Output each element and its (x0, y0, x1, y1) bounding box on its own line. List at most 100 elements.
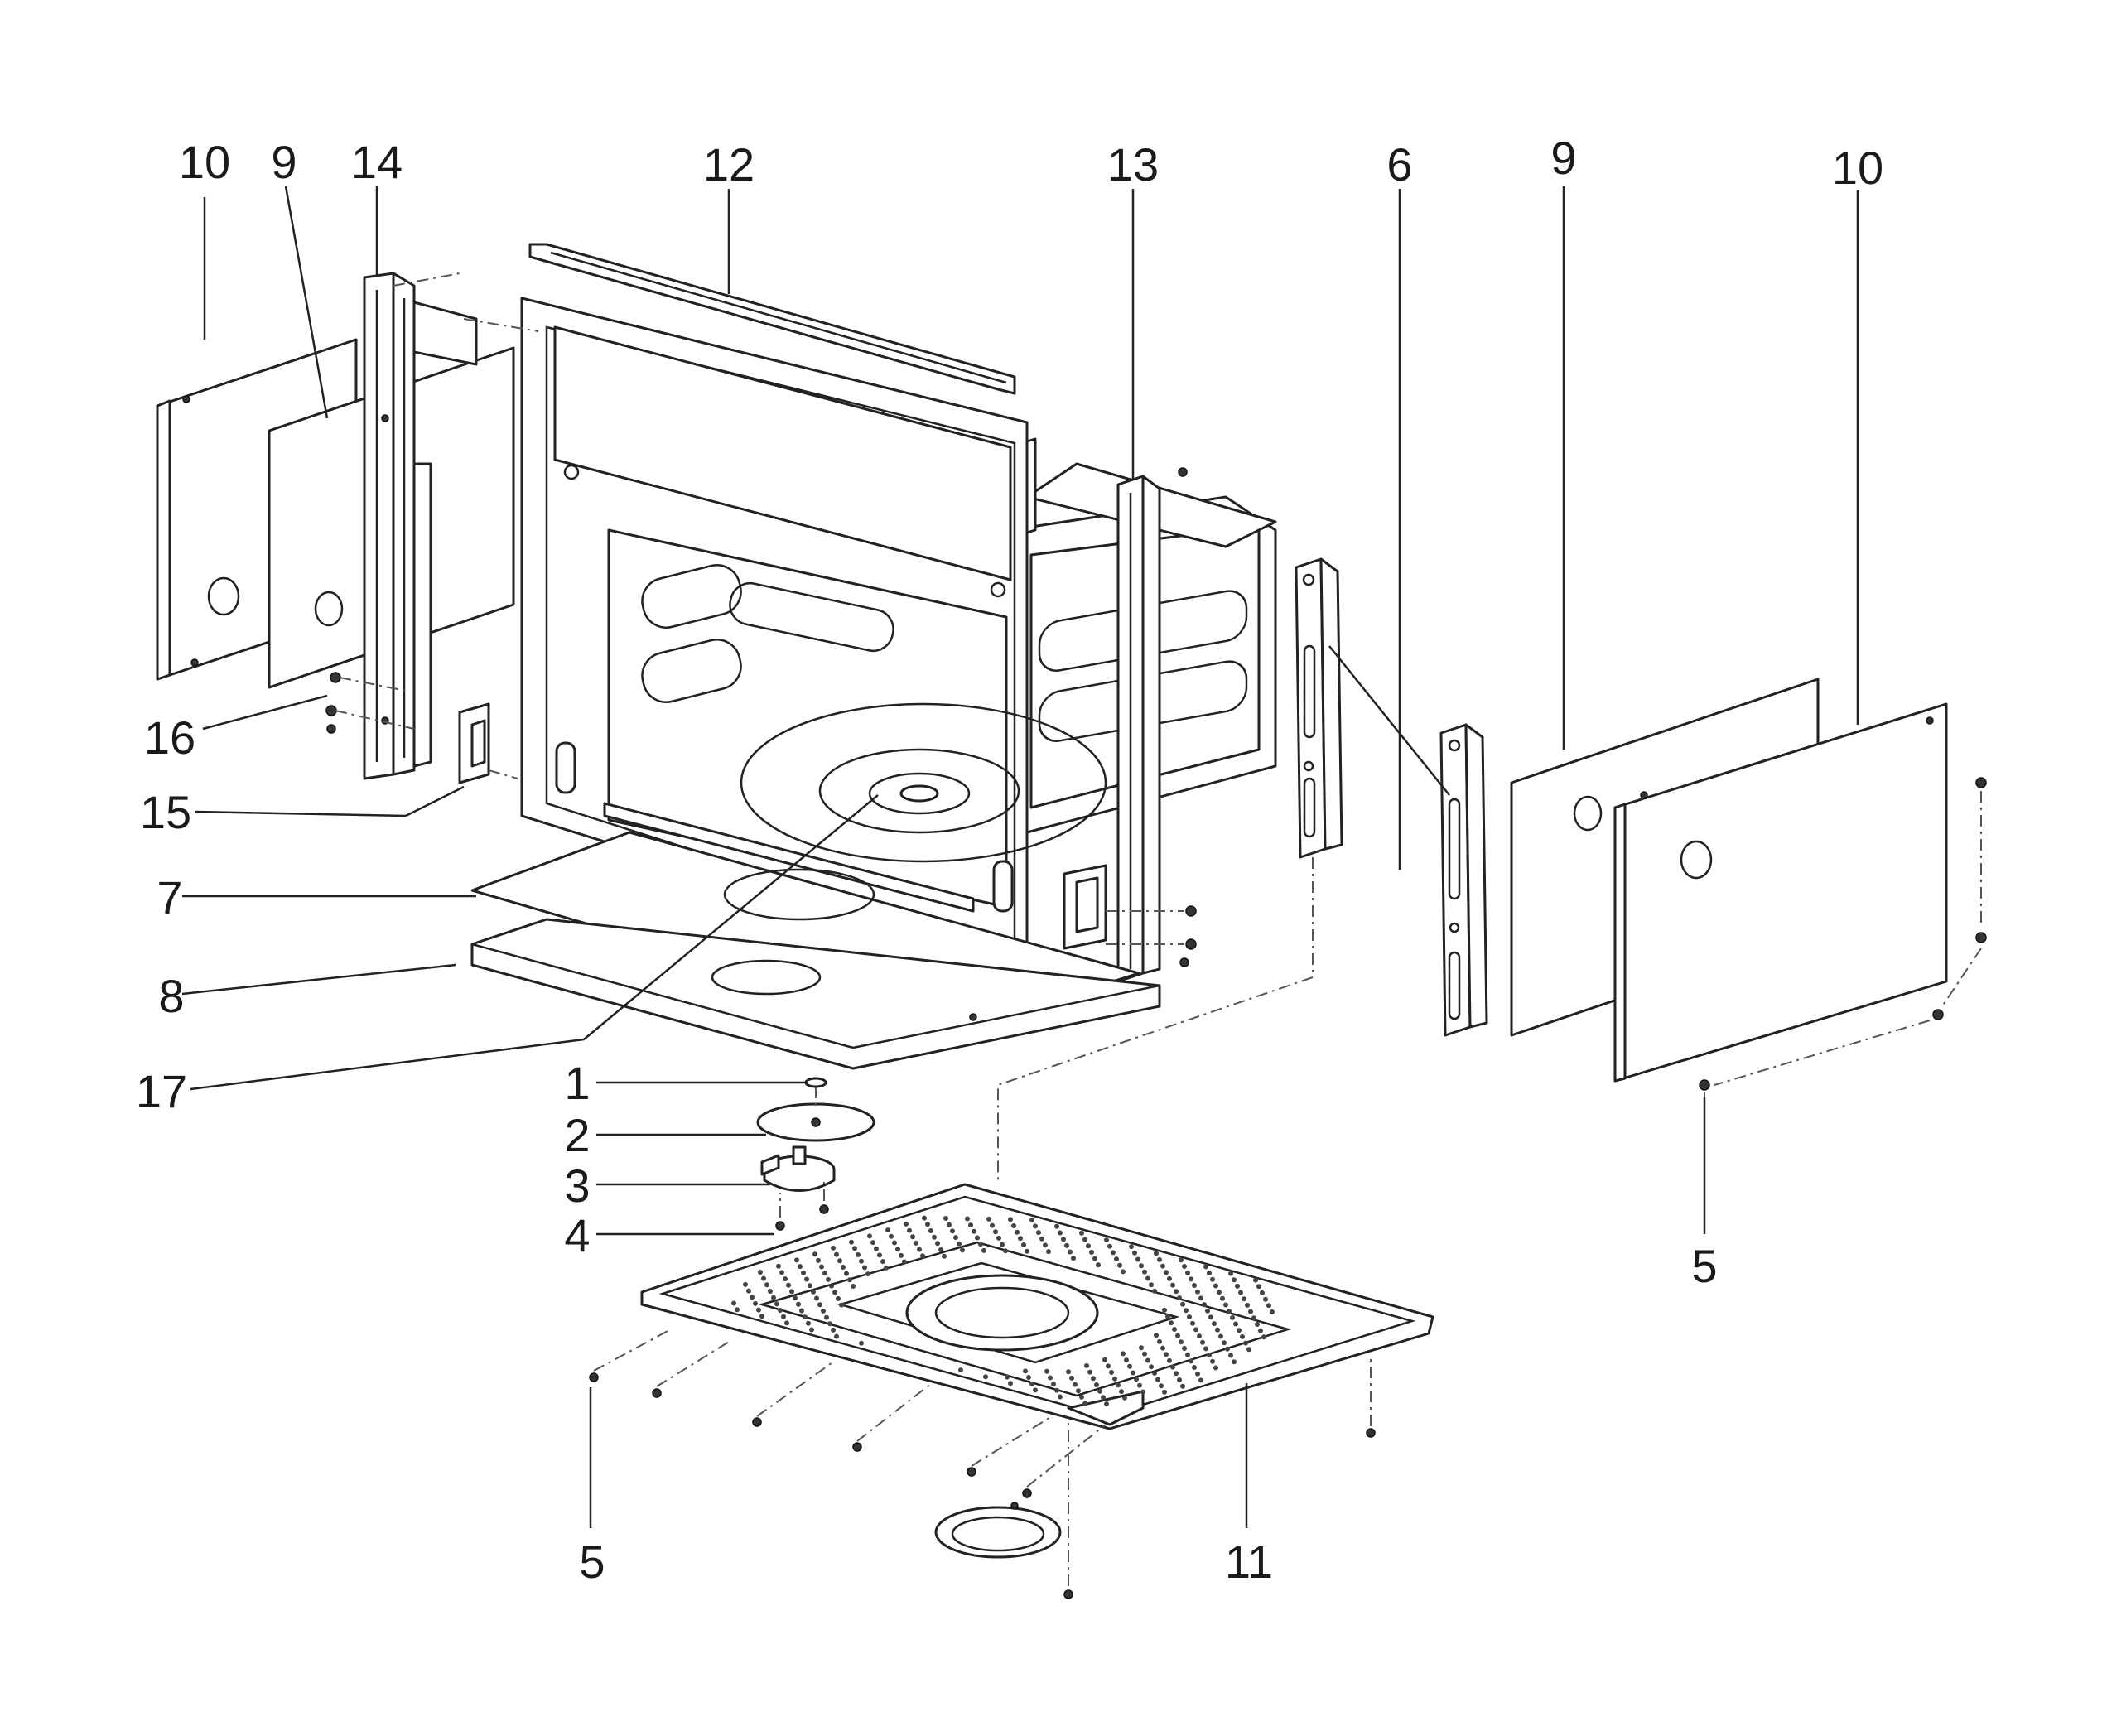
perforation-dot (865, 1271, 870, 1277)
perforation-dot (803, 1314, 808, 1320)
perforation-dot (1235, 1283, 1240, 1289)
perforation-dot (1036, 1230, 1041, 1236)
perforation-dot (996, 1235, 1001, 1241)
perforation-dot (1104, 1401, 1109, 1406)
perforation-dot (783, 1276, 788, 1282)
perforation-dot (1097, 1388, 1102, 1394)
callout-5-bottom: 5 (579, 1536, 605, 1588)
callout-16: 16 (144, 711, 195, 764)
callout-1: 1 (564, 1057, 590, 1109)
perforation-dot (1058, 1230, 1063, 1236)
perforation-dot (1119, 1389, 1124, 1395)
perforation-dot (1015, 1229, 1020, 1235)
rear-bracket-right (1439, 723, 1488, 1037)
perforation-dot (1227, 1309, 1232, 1314)
perforation-dot (1135, 1256, 1140, 1262)
callout-8: 8 (158, 970, 184, 1022)
drive-motor (760, 1145, 836, 1192)
perforation-dot (849, 1239, 854, 1245)
perforation-dot (1248, 1309, 1253, 1314)
perforation-dot (1054, 1387, 1059, 1393)
perforation-dot (1179, 1339, 1184, 1345)
perforation-dot (753, 1300, 758, 1306)
perforation-dot (928, 1228, 933, 1233)
perforation-dot (1261, 1334, 1266, 1340)
perforation-dot (1008, 1217, 1013, 1222)
perforation-dot (877, 1252, 882, 1258)
perforation-dot (1222, 1340, 1227, 1346)
perforation-dot (1044, 1368, 1049, 1374)
perforation-dot (925, 1222, 930, 1227)
perforation-dot (743, 1281, 748, 1287)
alignment-lines (335, 272, 1982, 1586)
perforation-dot (1079, 1230, 1084, 1236)
perforation-dot (1076, 1388, 1081, 1394)
callout-14: 14 (351, 136, 403, 188)
perforation-dot (1228, 1271, 1233, 1276)
callout-11: 11 (1225, 1536, 1273, 1588)
base-plate (640, 1183, 1434, 1430)
perforation-dot (756, 1307, 761, 1313)
perforation-dot (1179, 1257, 1184, 1263)
perforation-dot (1084, 1362, 1089, 1368)
perforation-dot (844, 1271, 849, 1276)
perforation-dot (746, 1288, 751, 1294)
perforation-dot (1230, 1314, 1235, 1320)
perforation-dot (1207, 1271, 1212, 1276)
perforation-dot (822, 1271, 827, 1276)
perforation-dot (758, 1270, 763, 1275)
perforation-dot (819, 1264, 824, 1270)
perforation-dot (1220, 1295, 1225, 1301)
cavity-front-frame (520, 297, 1107, 975)
callout-10-right: 10 (1832, 142, 1883, 194)
perforation-dot (1177, 1295, 1182, 1300)
perforation-dot (1003, 1248, 1008, 1254)
perforation-dot (826, 1276, 831, 1282)
left-vertical-rail (363, 272, 478, 780)
perforation-dot (764, 1282, 769, 1288)
perforation-dot (1210, 1276, 1215, 1282)
perforation-dot (920, 1253, 925, 1259)
perforation-dot (1025, 1248, 1029, 1254)
perforation-dot (1039, 1236, 1044, 1242)
perforation-dot (837, 1258, 842, 1264)
callout-10-left: 10 (179, 136, 230, 188)
perforation-dot (1212, 1321, 1217, 1327)
perforation-dot (812, 1251, 817, 1257)
perforation-dot (1198, 1377, 1203, 1383)
perforation-dot (804, 1276, 809, 1282)
perforation-dot (1069, 1375, 1074, 1381)
perforation-dot (781, 1314, 786, 1319)
perforation-dot (1177, 1377, 1182, 1382)
perforation-dot (824, 1314, 829, 1320)
perforation-dot (1154, 1333, 1159, 1338)
perforation-dot (856, 1252, 861, 1257)
perforation-dot (816, 1257, 821, 1263)
perforation-dot (1193, 1327, 1198, 1333)
perforation-dot (1116, 1382, 1121, 1388)
perforation-dot (1121, 1351, 1126, 1357)
perforation-dot (761, 1275, 766, 1281)
perforation-dot (1106, 1363, 1111, 1369)
perforation-dot (914, 1240, 918, 1246)
callout-13: 13 (1107, 138, 1159, 190)
perforation-dot (1242, 1296, 1246, 1302)
drive-washer (804, 1077, 827, 1088)
perforation-dot (1197, 1333, 1202, 1339)
perforation-dot (1139, 1263, 1144, 1269)
perforation-dot (965, 1216, 970, 1222)
perforation-dot (1195, 1289, 1200, 1295)
perforation-dot (811, 1289, 816, 1295)
perforation-dot (1185, 1270, 1190, 1275)
perforation-dot (1000, 1242, 1005, 1247)
perforation-dot (1145, 1357, 1150, 1363)
perforation-dot (943, 1216, 948, 1221)
perforation-dot (836, 1295, 841, 1301)
perforation-dot (1203, 1264, 1208, 1270)
perforation-dot (1217, 1290, 1222, 1295)
perforation-dot (1263, 1296, 1268, 1302)
perforation-dot (1185, 1352, 1190, 1357)
perforation-dot (1127, 1363, 1132, 1369)
perforation-dot (801, 1270, 806, 1275)
